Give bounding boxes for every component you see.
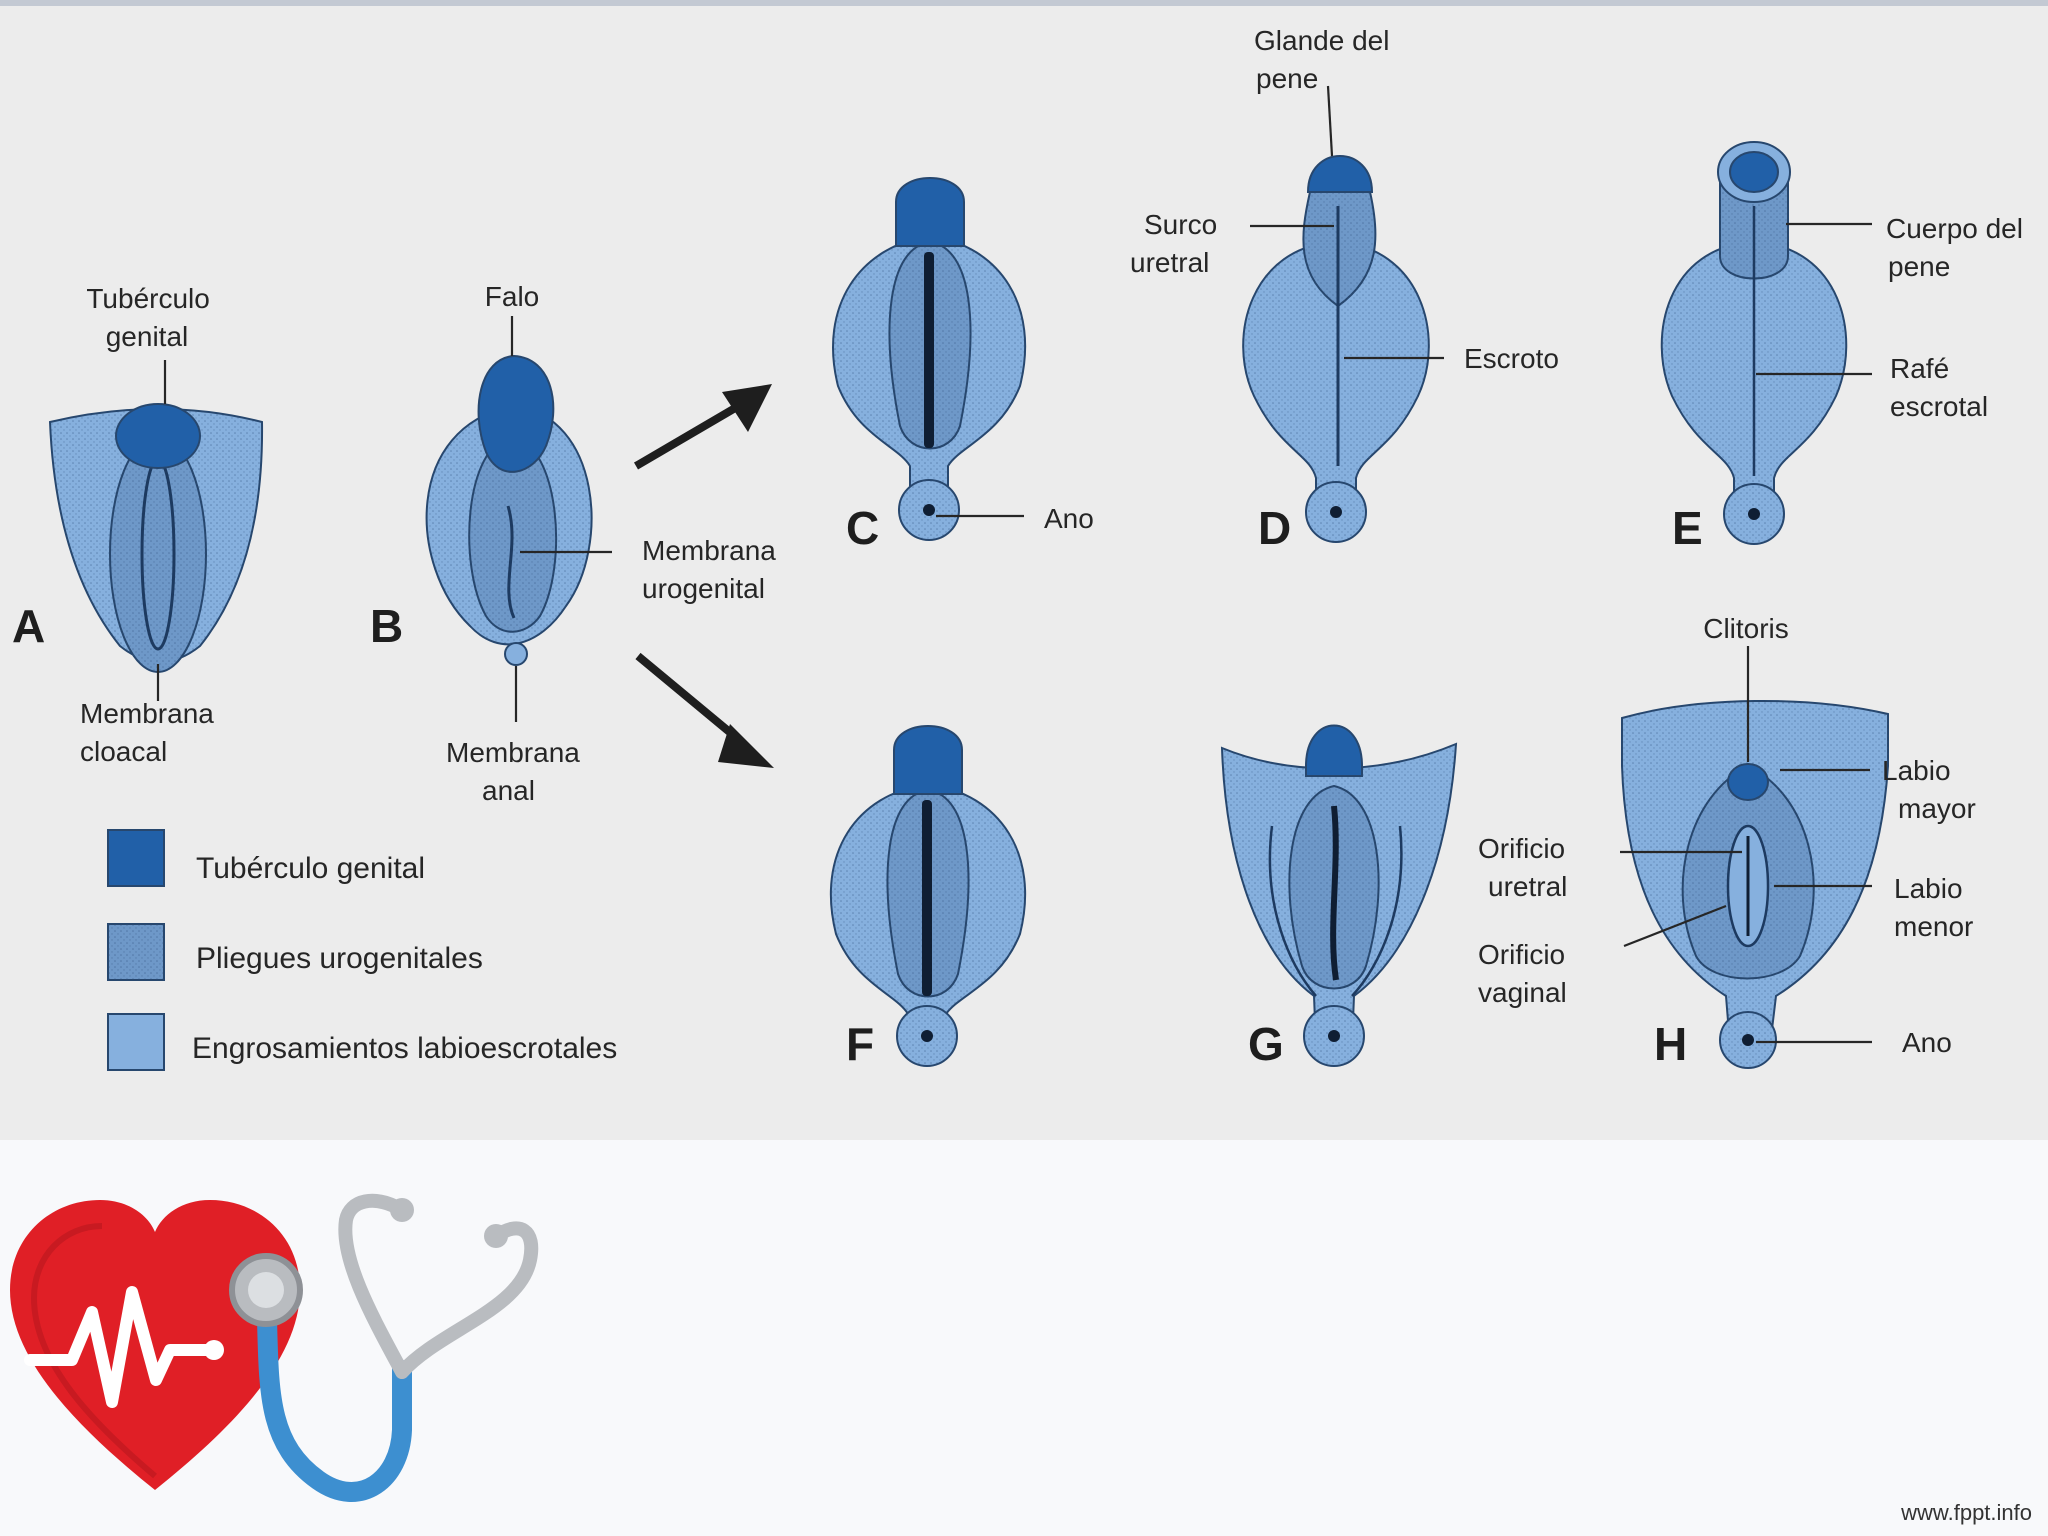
label-membrana-cloacal: Membrana cloacal: [80, 698, 222, 767]
stage-c-figure: [832, 177, 1027, 541]
label-ano-h: Ano: [1902, 1027, 1952, 1058]
label-orificio-uretral: Orificio uretral: [1478, 833, 1573, 902]
label-tuberculo-genital: Tubérculo genital: [86, 283, 217, 352]
stage-letter-a: A: [12, 600, 45, 652]
label-rafe-escrotal: Rafé escrotal: [1890, 353, 1988, 422]
label-labio-mayor: Labio mayor: [1882, 755, 1976, 824]
label-surco-uretral: Surco uretral: [1130, 209, 1225, 278]
top-rule: [0, 0, 2048, 6]
legend-label-engrosamientos: Engrosamientos labioescrotales: [192, 1032, 617, 1065]
stage-f-figure: [829, 725, 1027, 1067]
stage-h-figure: [1621, 699, 1889, 1069]
legend-label-tuberculo: Tubérculo genital: [196, 852, 425, 885]
label-escroto: Escroto: [1464, 343, 1559, 374]
stage-letter-e: E: [1672, 502, 1703, 554]
heart-stethoscope-icon: [10, 1194, 539, 1502]
stage-e-figure: [1660, 141, 1848, 545]
legend-swatch-engrosamientos: [107, 1013, 165, 1071]
label-membrana-anal: Membrana anal: [446, 737, 588, 806]
label-glande-del-pene: Glande del pene: [1254, 25, 1397, 94]
stethoscope-binaurals: [338, 1194, 539, 1379]
heartbeat-line-icon: [24, 1286, 220, 1408]
legend: Tubérculo genital Pliegues urogenitales …: [107, 829, 617, 1071]
stage-letter-g: G: [1248, 1018, 1284, 1070]
arrow-to-female: [635, 652, 774, 768]
stage-letter-c: C: [846, 502, 879, 554]
genital-development-diagram: Tubérculo genital Membrana cloacal A Fal…: [12, 25, 2031, 1071]
stage-letter-b: B: [370, 600, 403, 652]
label-falo: Falo: [485, 281, 539, 312]
legend-label-pliegues: Pliegues urogenitales: [196, 942, 483, 975]
stage-a-figure: [48, 403, 264, 673]
label-orificio-vaginal: Orificio vaginal: [1478, 939, 1573, 1008]
stage-letter-h: H: [1654, 1018, 1687, 1070]
stage-d-figure: [1242, 155, 1430, 543]
label-cuerpo-del-pene: Cuerpo del pene: [1886, 213, 2031, 282]
label-membrana-urogenital: Membrana urogenital: [642, 535, 784, 604]
stage-letter-d: D: [1258, 502, 1291, 554]
legend-swatch-tuberculo: [107, 829, 165, 887]
label-labio-menor: Labio menor: [1894, 873, 1973, 942]
stethoscope-tube: [256, 1280, 412, 1502]
stage-b-figure: [425, 354, 593, 666]
label-ano-c: Ano: [1044, 503, 1094, 534]
arrow-to-male: [633, 384, 772, 470]
stage-g-figure: [1220, 724, 1458, 1067]
stage-letter-f: F: [846, 1018, 874, 1070]
footer-url[interactable]: www.fppt.info: [1901, 1500, 2032, 1525]
label-clitoris: Clitoris: [1703, 613, 1789, 644]
heart-icon: [10, 1200, 300, 1490]
